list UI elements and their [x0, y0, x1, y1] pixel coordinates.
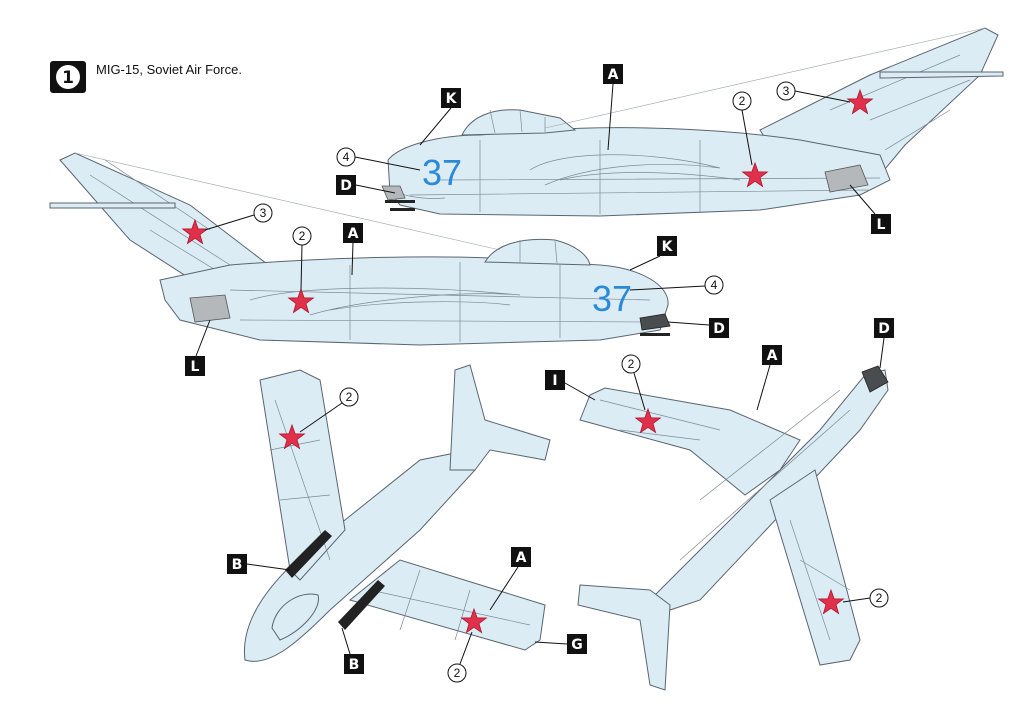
left-profile-aircraft-number: 37: [592, 278, 632, 319]
svg-text:2: 2: [299, 229, 306, 243]
svg-text:L: L: [877, 217, 886, 233]
svg-text:D: D: [713, 321, 725, 337]
svg-text:A: A: [516, 550, 527, 566]
svg-text:2: 2: [346, 390, 353, 404]
callout-G: G: [534, 634, 587, 654]
top-view-walkway-lower: [338, 580, 385, 630]
svg-text:4: 4: [343, 150, 350, 164]
left-side-profile: 37: [49, 152, 671, 346]
callout-2-top-view-lower: 2: [447, 631, 473, 683]
scheme-title: MIG-15, Soviet Air Force.: [96, 62, 242, 77]
callout-L-top: L: [849, 184, 891, 234]
callout-A-middle: A: [343, 223, 363, 276]
svg-text:A: A: [767, 348, 778, 364]
callout-2-middle: 2: [292, 226, 312, 291]
callout-B-lower: B: [341, 627, 364, 674]
bottom-view-tail: [577, 584, 671, 691]
svg-text:D: D: [340, 178, 352, 194]
bottom-view-right-wing: [769, 469, 861, 666]
callout-3-top: 3: [776, 81, 851, 103]
left-profile-nose-panel: [639, 313, 671, 331]
svg-text:2: 2: [739, 94, 746, 108]
top-view-walkway-upper: [285, 530, 332, 578]
bottom-view-left-wing: [579, 387, 801, 496]
callout-4-middle: 4: [629, 275, 724, 295]
svg-text:2: 2: [876, 591, 883, 605]
right-profile-canopy: [461, 109, 577, 136]
svg-text:L: L: [191, 359, 200, 375]
callout-2-top-view-upper: 2: [299, 387, 359, 433]
right-profile-tail-panel: [824, 164, 869, 193]
bottom-view: [577, 365, 889, 691]
svg-text:A: A: [348, 226, 359, 242]
callout-3-middle: 3: [204, 203, 273, 231]
callout-I: I: [545, 370, 596, 401]
svg-text:2: 2: [454, 666, 461, 680]
svg-text:B: B: [349, 657, 360, 673]
callout-4-top: 4: [336, 147, 421, 171]
callout-D-bottom-view: D: [874, 318, 894, 369]
callout-2-bottom-view-lower: 2: [842, 588, 889, 608]
callout-K-top: K: [419, 88, 461, 146]
callout-A-bottom-view: A: [756, 345, 782, 411]
svg-text:K: K: [662, 239, 674, 255]
left-profile-tail-panel: [189, 294, 231, 323]
bottom-view-nose-panel: [861, 365, 889, 393]
callout-K-middle: K: [629, 236, 677, 271]
callout-B-upper: B: [227, 554, 291, 574]
scheme-number-circle: [56, 65, 80, 89]
top-view: [243, 364, 551, 662]
callout-2-top: 2: [732, 91, 753, 166]
svg-text:I: I: [552, 373, 557, 389]
right-side-profile: 37: [381, 27, 1004, 217]
scheme-number: 1: [62, 68, 74, 88]
svg-text:2: 2: [628, 357, 635, 371]
svg-text:A: A: [608, 67, 619, 83]
svg-text:4: 4: [711, 278, 718, 292]
svg-text:3: 3: [260, 206, 267, 220]
bottom-view-fuselage: [654, 369, 889, 611]
left-profile-canopy: [484, 238, 591, 266]
callout-L-middle: L: [185, 319, 211, 376]
callout-2-bottom-view-upper: 2: [621, 354, 646, 411]
callout-D-middle: D: [667, 318, 729, 338]
svg-text:3: 3: [783, 84, 790, 98]
callout-A-top: A: [603, 64, 623, 151]
right-profile-aircraft-number: 37: [422, 152, 462, 193]
top-view-lower-wing: [348, 559, 546, 651]
top-view-tail: [449, 364, 551, 471]
callout-A-top-view: A: [489, 547, 531, 611]
scheme-header: 1 MIG-15, Soviet Air Force.: [50, 61, 242, 93]
svg-text:B: B: [232, 557, 243, 573]
callout-D-top: D: [336, 175, 396, 195]
svg-text:D: D: [878, 321, 890, 337]
svg-text:G: G: [571, 637, 583, 653]
svg-text:K: K: [446, 91, 458, 107]
